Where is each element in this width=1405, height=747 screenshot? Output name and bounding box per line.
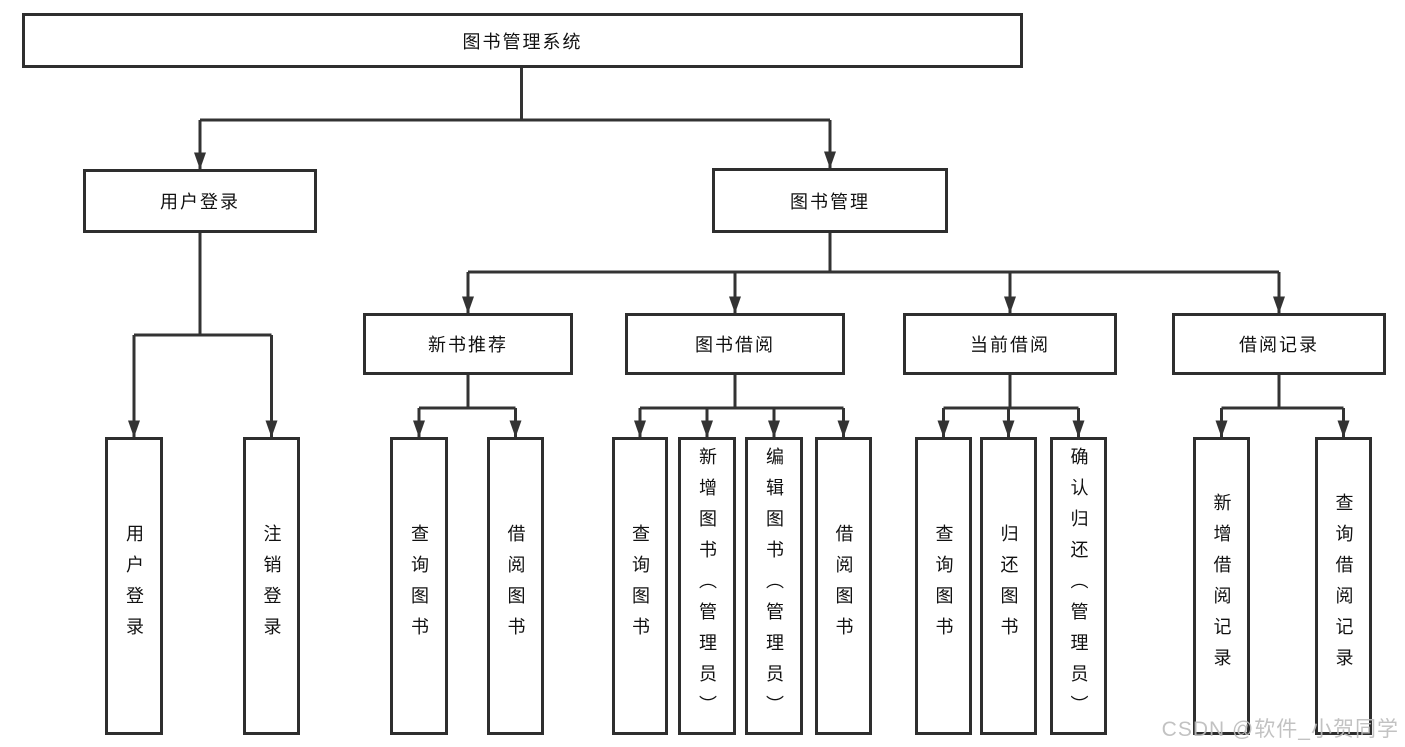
- connector-user-login-children: [128, 233, 278, 438]
- node-label: 查询借阅记录: [1333, 493, 1354, 679]
- node-root: 图书管理系统: [22, 13, 1023, 68]
- node-borrow-record: 借阅记录: [1172, 313, 1386, 375]
- leaf-user-login: 用户登录: [105, 437, 163, 735]
- connector-root-to-level2: [194, 68, 836, 170]
- node-current-borrow: 当前借阅: [903, 313, 1117, 375]
- node-label: 归还图书: [998, 524, 1019, 648]
- watermark: CSDN @软件_小贺同学: [1161, 718, 1399, 741]
- leaf-query-book-current: 查询图书: [915, 437, 972, 735]
- leaf-confirm-return-admin: 确认归还（管理员）: [1050, 437, 1107, 735]
- leaf-query-borrow-record: 查询借阅记录: [1315, 437, 1372, 735]
- node-book-borrow: 图书借阅: [625, 313, 845, 375]
- node-book-management: 图书管理: [712, 168, 948, 233]
- node-label: 用户登录: [124, 524, 144, 648]
- node-label: 编辑图书（管理员）: [764, 446, 784, 726]
- connector-current-borrow-children: [937, 375, 1085, 438]
- leaf-borrow-book-recommend: 借阅图书: [487, 437, 544, 735]
- node-label: 新书推荐: [428, 335, 508, 355]
- leaf-add-book-admin: 新增图书（管理员）: [678, 437, 736, 735]
- leaf-edit-book-admin: 编辑图书（管理员）: [745, 437, 803, 735]
- leaf-query-book-recommend: 查询图书: [390, 437, 448, 735]
- node-new-book-recommend: 新书推荐: [363, 313, 573, 375]
- node-label: 新增借阅记录: [1211, 493, 1232, 679]
- node-label: 图书管理系统: [462, 31, 583, 52]
- node-label: 图书借阅: [695, 335, 775, 355]
- leaf-logout: 注销登录: [243, 437, 300, 735]
- leaf-borrow-book: 借阅图书: [815, 437, 872, 735]
- node-label: 注销登录: [261, 524, 282, 648]
- connector-borrow-record-children: [1215, 375, 1350, 438]
- node-label: 图书管理: [790, 191, 870, 212]
- leaf-query-book-borrow: 查询图书: [612, 437, 668, 735]
- node-label: 查询图书: [933, 524, 954, 648]
- node-label: 借阅记录: [1239, 335, 1319, 355]
- leaf-return-book: 归还图书: [980, 437, 1037, 735]
- node-label: 查询图书: [409, 524, 429, 648]
- node-label: 当前借阅: [970, 335, 1050, 355]
- leaf-add-borrow-record: 新增借阅记录: [1193, 437, 1250, 735]
- connector-book-borrow-children: [634, 375, 850, 438]
- node-label: 借阅图书: [833, 524, 854, 648]
- connector-new-book-recommend-children: [413, 375, 522, 438]
- node-label: 查询图书: [630, 524, 650, 648]
- node-label: 借阅图书: [505, 524, 526, 648]
- connector-book-management-children: [462, 233, 1285, 314]
- node-label: 用户登录: [160, 192, 240, 212]
- node-label: 确认归还（管理员）: [1068, 446, 1089, 726]
- node-user-login: 用户登录: [83, 169, 317, 233]
- node-label: 新增图书（管理员）: [697, 446, 717, 726]
